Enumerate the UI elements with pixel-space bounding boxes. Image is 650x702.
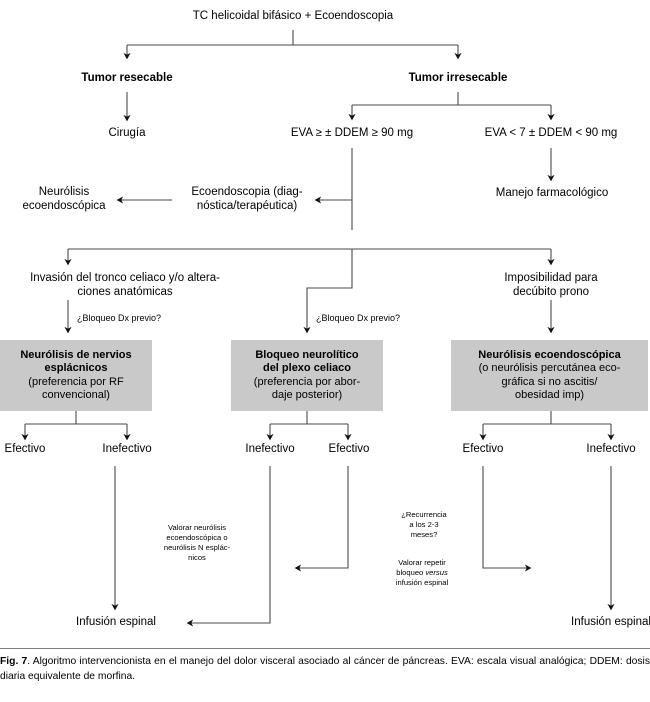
flowchart-diagram: TC helicoidal bifásico + Ecoendoscopia T… <box>0 10 650 630</box>
node-celiac-invasion: Invasión del tronco celiaco y/o altera- … <box>2 272 248 299</box>
box-splanchnic-sub-line2: convencional) <box>42 388 110 401</box>
annotation-recurrence-line1: ¿Recurrencia <box>401 510 447 519</box>
node-eva-high: EVA ≥ ± DDEM ≥ 90 mg <box>272 127 432 141</box>
label-prior-block-mid: ¿Bloqueo Dx previo? <box>316 313 436 324</box>
box-celiac-head-line2: del plexo celiaco <box>262 362 352 375</box>
outcome-b2-effective: Efectivo <box>310 443 388 457</box>
annotation-valorar-line4: nicos <box>188 552 206 562</box>
box-echo-head-line1: Neurólisis ecoendoscópica <box>478 349 621 362</box>
outcome-b1-effective-label: Efectivo <box>4 443 46 455</box>
annotation-repeat-line3: infusión espinal <box>395 577 449 587</box>
figure-label: Fig. 7 <box>0 656 28 667</box>
box-celiac-sub-line2: daje posterior) <box>271 388 343 401</box>
box-celiac-head-line1: Bloqueo neurolítico <box>255 349 359 362</box>
terminal-spinal-infusion-right-label: Infusión espinal <box>571 616 650 628</box>
node-eva-low-label: EVA < 7 ± DDEM < 90 mg <box>484 127 618 139</box>
terminal-spinal-infusion-left: Infusión espinal <box>58 616 174 630</box>
node-neurolysis-echo-line2: ecoendoscópica <box>22 199 106 212</box>
node-prone-impossible-line2: decúbito prono <box>512 285 590 298</box>
annotation-recurrence-line2: a los 2-3 <box>409 519 439 529</box>
node-pharmacological-management-label: Manejo farmacológico <box>495 187 609 199</box>
node-neurolysis-echo: Neurólisis ecoendoscópica <box>8 186 120 213</box>
node-prone-impossible-line1: Imposibilidad para <box>504 272 598 284</box>
figure-caption: Fig. 7. Algoritmo intervencionista en el… <box>0 655 650 684</box>
caption-divider <box>0 648 650 649</box>
outcome-b3-effective: Efectivo <box>444 443 522 457</box>
node-eva-low: EVA < 7 ± DDEM < 90 mg <box>467 127 635 141</box>
box-splanchnic-head-line2: esplácnicos <box>44 362 108 375</box>
box-echo-sub-line3: obesidad imp) <box>514 388 585 401</box>
node-tumor-resectable-label: Tumor resecable <box>81 72 173 84</box>
node-root: TC helicoidal bifásico + Ecoendoscopia <box>155 10 431 24</box>
box-echo-sub-line1: (o neurólisis percutánea eco- <box>478 362 621 375</box>
annotation-recurrence-question: ¿Recurrencia a los 2-3 meses? <box>381 510 467 540</box>
annotation-repeat-line2b: versus <box>425 567 448 577</box>
label-prior-block-left-text: ¿Bloqueo Dx previo? <box>77 313 162 323</box>
outcome-b3-ineffective-label: Inefectivo <box>586 443 636 455</box>
outcome-b2-ineffective-label: Inefectivo <box>245 443 295 455</box>
box-splanchnic-neurolysis: Neurólisis de nervios esplácnicos (prefe… <box>0 340 152 411</box>
annotation-repeat-line2a: bloqueo <box>396 567 426 577</box>
node-celiac-invasion-line2: ciones anatómicas <box>77 285 173 298</box>
terminal-spinal-infusion-right: Infusión espinal <box>553 616 650 630</box>
label-prior-block-mid-text: ¿Bloqueo Dx previo? <box>316 313 401 323</box>
figure-caption-text: . Algoritmo intervencionista en el manej… <box>0 656 650 682</box>
annotation-repeat-line1: Valorar repetir <box>398 558 446 567</box>
box-splanchnic-sub-line1: (preferencia por RF <box>28 375 124 388</box>
annotation-recurrence-line3: meses? <box>410 529 438 539</box>
outcome-b3-effective-label: Efectivo <box>462 443 504 455</box>
connector-lines <box>21 30 615 627</box>
outcome-b2-effective-label: Efectivo <box>328 443 370 455</box>
node-neurolysis-echo-line1: Neurólisis <box>38 186 90 198</box>
node-celiac-invasion-line1: Invasión del tronco celiaco y/o altera- <box>30 272 220 284</box>
annotation-valorar-neurolysis: Valorar neurólisis ecoendoscópica o neur… <box>147 523 247 562</box>
node-pharmacological-management: Manejo farmacológico <box>472 187 632 201</box>
label-prior-block-left: ¿Bloqueo Dx previo? <box>77 313 197 324</box>
node-echoendoscopy: Ecoendoscopia (diag- nóstica/terapéutica… <box>174 186 320 213</box>
node-tumor-resectable: Tumor resecable <box>47 72 207 86</box>
node-tumor-irresectable-label: Tumor irresecable <box>408 72 508 84</box>
outcome-b1-ineffective-label: Inefectivo <box>102 443 152 455</box>
node-echoendoscopy-line1: Ecoendoscopia (diag- <box>191 186 303 198</box>
annotation-valorar-line1: Valorar neurólisis <box>167 523 227 532</box>
box-splanchnic-head-line1: Neurólisis de nervios <box>20 349 132 362</box>
node-surgery-label: Cirugía <box>108 127 146 139</box>
annotation-repeat-block: Valorar repetir bloqueo versus infusión … <box>376 558 468 588</box>
terminal-spinal-infusion-left-label: Infusión espinal <box>76 616 156 628</box>
node-tumor-irresectable: Tumor irresecable <box>378 72 538 86</box>
box-celiac-plexus-block: Bloqueo neurolítico del plexo celiaco (p… <box>231 340 383 411</box>
node-surgery: Cirugía <box>77 127 177 141</box>
outcome-b1-effective: Efectivo <box>0 443 65 457</box>
outcome-b2-ineffective: Inefectivo <box>226 443 314 457</box>
annotation-valorar-line2: ecoendoscópica o <box>166 532 228 542</box>
outcome-b3-ineffective: Inefectivo <box>567 443 650 457</box>
outcome-b1-ineffective: Inefectivo <box>83 443 171 457</box>
annotation-valorar-line3: neurólisis N esplác- <box>163 542 231 552</box>
node-root-label: TC helicoidal bifásico + Ecoendoscopia <box>192 10 394 22</box>
node-eva-high-label: EVA ≥ ± DDEM ≥ 90 mg <box>290 127 414 139</box>
box-celiac-sub-line1: (preferencia por abor- <box>253 375 361 388</box>
annotation-repeat-line2: bloqueo versus <box>376 568 468 578</box>
box-echo-sub-line2: gráfica si no ascitis/ <box>501 375 598 388</box>
node-prone-impossible: Imposibilidad para decúbito prono <box>471 272 631 299</box>
box-echoendoscopic-neurolysis: Neurólisis ecoendoscópica (o neurólisis … <box>451 340 648 411</box>
node-echoendoscopy-line2: nóstica/terapéutica) <box>196 199 298 212</box>
